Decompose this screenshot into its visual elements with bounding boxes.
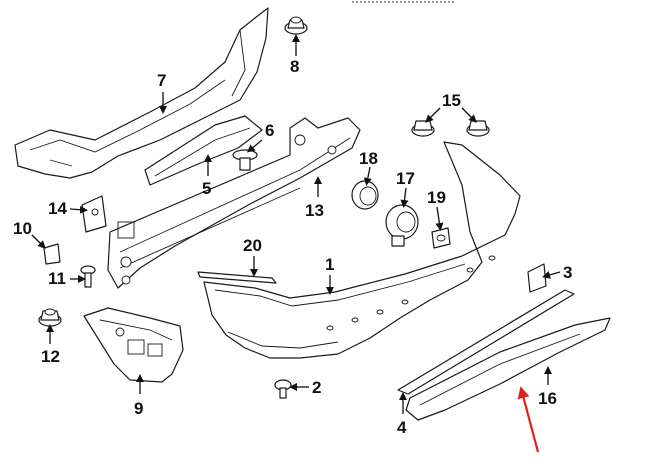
part-3-bracket	[527, 263, 547, 293]
callout-label-10: 10	[13, 219, 32, 238]
callout-2: 2	[289, 378, 321, 397]
callout-4: 4	[397, 392, 407, 437]
red-highlight-arrow	[517, 386, 540, 453]
part-14-bracket	[81, 195, 107, 233]
part-5-sub-rail	[144, 115, 263, 186]
callout-9: 9	[134, 374, 144, 418]
callout-13: 13	[305, 176, 324, 220]
part-7-upper-rail	[14, 7, 269, 179]
callout-label-2: 2	[312, 378, 321, 397]
callout-label-19: 19	[427, 188, 446, 207]
part-6-clip	[232, 149, 258, 171]
callout-label-6: 6	[265, 121, 274, 140]
callout-label-4: 4	[397, 418, 407, 437]
callout-10: 10	[13, 219, 46, 249]
callout-8: 8	[290, 34, 300, 76]
callout-label-3: 3	[563, 263, 572, 282]
part-19-clip	[431, 227, 451, 249]
part-8-nut	[284, 16, 308, 35]
callout-15: 15	[425, 91, 477, 123]
callout-label-13: 13	[305, 201, 324, 220]
callout-label-7: 7	[157, 71, 166, 90]
callout-label-20: 20	[243, 236, 262, 255]
part-10-clip	[43, 243, 61, 265]
callout-5: 5	[202, 154, 212, 198]
callout-label-14: 14	[48, 199, 67, 218]
callout-label-17: 17	[396, 169, 415, 188]
callout-20: 20	[243, 236, 262, 277]
callout-label-11: 11	[48, 269, 66, 288]
part-18-sensor-ring	[351, 180, 379, 210]
part-20-strip	[197, 271, 277, 284]
callout-18: 18	[359, 149, 378, 186]
part-9-side-bracket	[83, 307, 184, 383]
part-1-bumper-cover	[203, 141, 521, 359]
callout-label-16: 16	[538, 389, 557, 408]
callout-3: 3	[542, 263, 572, 282]
callout-label-9: 9	[134, 399, 143, 418]
callout-label-12: 12	[41, 347, 60, 366]
part-2-bolt	[274, 379, 292, 399]
callout-16: 16	[538, 366, 557, 408]
callout-17: 17	[396, 169, 415, 208]
callout-11: 11	[48, 269, 86, 288]
callout-label-8: 8	[290, 57, 299, 76]
callout-7: 7	[157, 71, 167, 114]
part-13-impact-bar	[107, 117, 361, 289]
callout-19: 19	[427, 188, 446, 231]
part-15-nuts	[411, 120, 490, 137]
part-11-bolt	[80, 265, 96, 288]
callout-6: 6	[246, 121, 274, 153]
callout-label-1: 1	[325, 255, 334, 274]
callout-12: 12	[41, 324, 60, 366]
callout-14: 14	[48, 199, 88, 218]
part-16-valance	[405, 317, 611, 421]
callout-label-15: 15	[442, 91, 461, 110]
part-17-sensor	[385, 204, 419, 247]
callout-1: 1	[325, 255, 334, 295]
callout-label-5: 5	[202, 179, 211, 198]
part-12-nut	[38, 308, 62, 327]
callout-label-18: 18	[359, 149, 378, 168]
